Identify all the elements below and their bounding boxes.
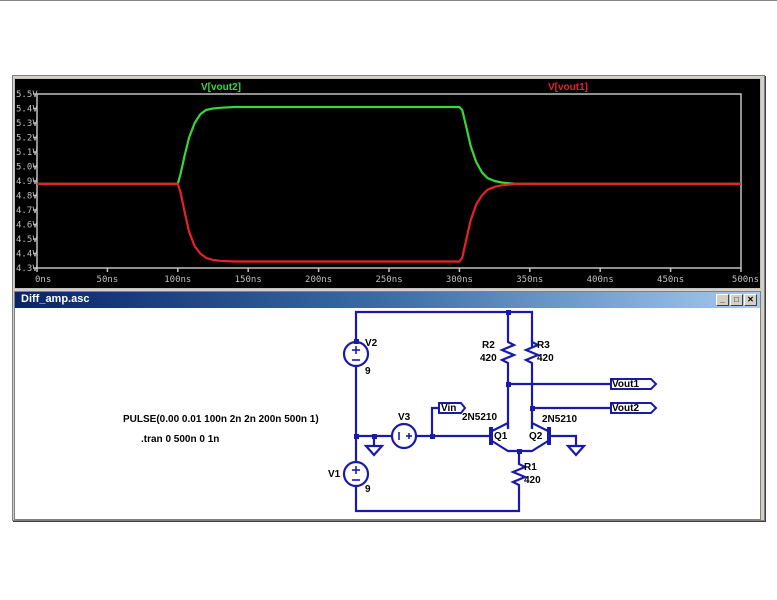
close-button[interactable]: ✕: [744, 294, 757, 306]
q1-name: Q1: [494, 431, 508, 442]
series-line-vvout2[interactable]: [37, 105, 741, 186]
y-tick-label: 5.2V: [16, 134, 38, 144]
q2-collector: [530, 421, 549, 432]
v3-name: V3: [398, 412, 411, 423]
y-tick-label: 5.4V: [16, 105, 38, 115]
y-tick-label: 4.6V: [16, 221, 38, 231]
y-tick-label: 4.8V: [16, 192, 38, 202]
r3-value: 420: [537, 353, 554, 364]
net-label-vin-flag[interactable]: [438, 402, 467, 414]
net-label-vout2-flag[interactable]: [610, 402, 658, 414]
r2-name: R2: [482, 340, 495, 351]
v2-value: 9: [365, 366, 371, 377]
resistor-r1-icon[interactable]: [510, 460, 528, 488]
wire-bottom-rail[interactable]: [354, 486, 521, 513]
x-tick-label: 350ns: [516, 275, 543, 285]
q1-model: 2N5210: [462, 412, 497, 423]
schematic-title: Diff_amp.asc: [21, 293, 90, 305]
x-tick-label: 100ns: [164, 275, 191, 285]
ground-icon-2: [565, 444, 587, 457]
wire-q2-base-ground[interactable]: [551, 434, 578, 446]
top-border: [0, 0, 777, 1]
x-tick-label: 300ns: [446, 275, 473, 285]
schematic-window[interactable]: Diff_amp.asc _ □ ✕: [14, 291, 761, 520]
plot-frame: [36, 93, 742, 269]
legend-vout2[interactable]: V[vout2]: [201, 82, 241, 93]
y-tick-label: 5.3V: [16, 119, 38, 129]
ground-icon-1: [363, 444, 385, 457]
schematic-titlebar[interactable]: Diff_amp.asc _ □ ✕: [15, 292, 760, 308]
v1-value: 9: [365, 484, 371, 495]
net-label-vout2: Vout2: [612, 403, 639, 414]
maximize-button[interactable]: □: [730, 294, 743, 306]
pulse-directive[interactable]: PULSE(0.00 0.01 100n 2n 2n 200n 500n 1): [123, 414, 319, 425]
waveform-viewer[interactable]: 5.5V 5.4V 5.3V 5.2V 5.1V 5.0V 4.9V 4.8V 4.7V 4.6V…: [14, 78, 761, 289]
x-tick-label: 150ns: [235, 275, 262, 285]
x-tick-label: 250ns: [375, 275, 402, 285]
net-label-vin: Vin: [441, 403, 456, 414]
x-tick-label: 0ns: [35, 275, 51, 285]
net-label-vout1: Vout1: [612, 379, 639, 390]
q1-collector: [491, 421, 510, 432]
q2-model: 2N5210: [542, 414, 577, 425]
legend-vout1[interactable]: V[vout1]: [548, 82, 588, 93]
y-tick-label: 4.4V: [16, 250, 38, 260]
tran-directive[interactable]: .tran 0 500n 0 1n: [141, 434, 219, 445]
waveform-plot[interactable]: 5.5V 5.4V 5.3V 5.2V 5.1V 5.0V 4.9V 4.8V 4.7V 4.6V…: [15, 79, 760, 288]
q2-name: Q2: [529, 431, 543, 442]
v1-name: V1: [328, 469, 341, 480]
q1-emitter: [491, 440, 519, 453]
y-tick-label: 4.3V: [16, 264, 38, 274]
x-tick-label: 450ns: [657, 275, 684, 285]
r2-value: 420: [480, 353, 497, 364]
q2-emitter: [519, 440, 549, 453]
r3-name: R3: [537, 340, 550, 351]
minimize-button[interactable]: _: [716, 294, 729, 306]
v2-name: V2: [365, 338, 378, 349]
r1-name: R1: [524, 462, 537, 473]
x-tick-label: 200ns: [305, 275, 332, 285]
resistor-r3-icon[interactable]: [523, 338, 541, 367]
x-tick-label: 50ns: [97, 275, 119, 285]
r1-value: 420: [524, 475, 541, 486]
wire-vin[interactable]: [430, 406, 439, 436]
y-tick-label: 5.0V: [16, 163, 38, 173]
voltage-source-v3-icon[interactable]: [390, 422, 418, 450]
series-line-vvout1[interactable]: [37, 182, 741, 263]
schematic-canvas[interactable]: Vin Vout1 Vout2 V2 9 V1 9 V3 R2 420 R3 4…: [15, 308, 760, 519]
wire-top-rail[interactable]: [354, 310, 534, 348]
y-tick-label: 5.5V: [16, 90, 38, 100]
y-tick-label: 4.7V: [16, 206, 38, 216]
y-tick-label: 4.5V: [16, 235, 38, 245]
x-tick-label: 400ns: [587, 275, 614, 285]
y-tick-label: 5.1V: [16, 148, 38, 158]
resistor-r2-icon[interactable]: [499, 338, 517, 367]
x-tick-label: 500ns: [732, 275, 759, 285]
y-tick-label: 4.9V: [16, 177, 38, 187]
net-label-vout1-flag[interactable]: [610, 378, 658, 390]
